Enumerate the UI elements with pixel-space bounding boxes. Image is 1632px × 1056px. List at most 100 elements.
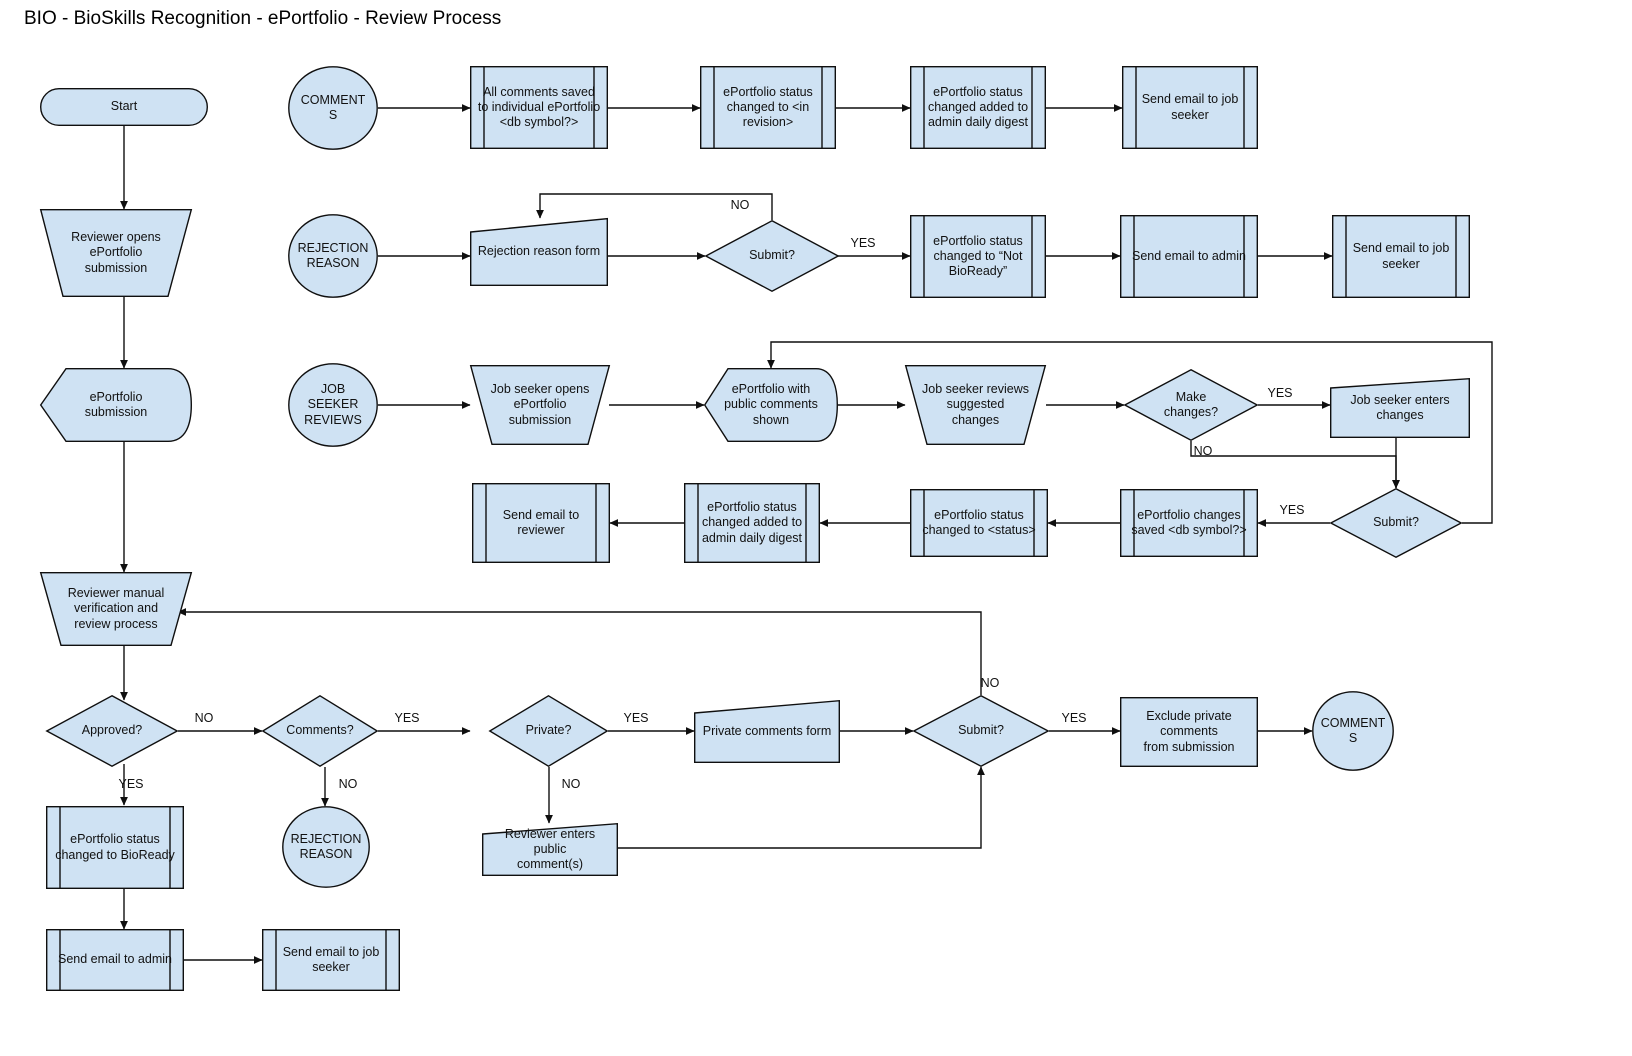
decision-shape bbox=[261, 694, 379, 768]
node-send-email-seeker-1[interactable]: Send email to job seeker bbox=[1121, 65, 1259, 149]
node-submit-changes-decision[interactable]: Submit? bbox=[1329, 488, 1463, 558]
circle-shape bbox=[288, 66, 378, 150]
node-exclude-private-comments[interactable]: Exclude private comments from submission bbox=[1119, 696, 1259, 767]
edge-label-text: YES bbox=[623, 711, 649, 726]
node-status-not-bioready[interactable]: ePortfolio status changed to “Not BioRea… bbox=[909, 214, 1047, 298]
decision-shape bbox=[912, 695, 1050, 767]
predefined-process-shape bbox=[909, 65, 1047, 149]
node-status-bioready[interactable]: ePortfolio status changed to BioReady bbox=[45, 805, 185, 889]
circle-shape bbox=[1312, 691, 1394, 771]
node-send-email-reviewer[interactable]: Send email to reviewer bbox=[471, 482, 611, 563]
circle-shape bbox=[282, 806, 370, 888]
decision-shape bbox=[1123, 369, 1259, 441]
node-rejection-reason-form[interactable]: Rejection reason form bbox=[470, 217, 608, 286]
display-shape bbox=[39, 368, 193, 442]
edge-label-submit-bottom-yes: YES bbox=[1056, 711, 1092, 727]
predefined-process-shape bbox=[1119, 214, 1259, 298]
predefined-process-shape bbox=[45, 805, 185, 889]
decision-shape bbox=[488, 694, 609, 768]
manual-operation-shape bbox=[39, 572, 193, 646]
manual-operation-shape bbox=[39, 209, 193, 297]
node-submit-rejection-decision[interactable]: Submit? bbox=[704, 220, 840, 292]
predefined-process-shape bbox=[261, 928, 401, 991]
node-send-email-seeker-bottom[interactable]: Send email to job seeker bbox=[261, 928, 401, 991]
manual-operation-shape bbox=[904, 365, 1047, 445]
node-submit-bottom-decision[interactable]: Submit? bbox=[912, 695, 1050, 767]
predefined-process-shape bbox=[909, 488, 1049, 557]
predefined-process-shape bbox=[1331, 214, 1471, 298]
page-title: BIO - BioSkills Recognition - ePortfolio… bbox=[24, 8, 502, 29]
node-all-comments-saved[interactable]: All comments saved to individual ePortfo… bbox=[469, 65, 609, 149]
node-status-admin-digest-1[interactable]: ePortfolio status changed added to admin… bbox=[909, 65, 1047, 149]
node-send-email-admin-2[interactable]: Send email to admin bbox=[1119, 214, 1259, 298]
edge-label-text: YES bbox=[1061, 711, 1087, 726]
node-send-email-seeker-2[interactable]: Send email to job seeker bbox=[1331, 214, 1471, 298]
edge-label-approved-yes: YES bbox=[113, 777, 149, 793]
edge-label-comments-no: NO bbox=[330, 777, 366, 793]
edge-label-rejection-no: NO bbox=[722, 198, 758, 214]
node-reviewer-manual-verification[interactable]: Reviewer manual verification and review … bbox=[39, 572, 193, 646]
node-seeker-opens-submission[interactable]: Job seeker opens ePortfolio submission bbox=[469, 365, 611, 445]
node-rejection-reason-bottom[interactable]: REJECTION REASON bbox=[282, 806, 370, 888]
process-shape bbox=[1119, 696, 1259, 767]
edge-label-text: YES bbox=[850, 236, 876, 251]
edge-label-text: NO bbox=[338, 777, 358, 792]
predefined-process-shape bbox=[699, 65, 837, 149]
circle-shape bbox=[288, 363, 378, 447]
manual-operation-shape bbox=[469, 365, 611, 445]
predefined-process-shape bbox=[1121, 65, 1259, 149]
decision-shape bbox=[704, 220, 840, 292]
node-seeker-enters-changes[interactable]: Job seeker enters changes bbox=[1330, 377, 1470, 438]
edge-label-make-changes-yes: YES bbox=[1262, 386, 1298, 402]
node-private-decision[interactable]: Private? bbox=[488, 694, 609, 768]
node-eportfolio-submission[interactable]: ePortfolio submission bbox=[39, 368, 193, 442]
predefined-process-shape bbox=[909, 214, 1047, 298]
predefined-process-shape bbox=[469, 65, 609, 149]
manual-input-shape bbox=[482, 822, 618, 876]
decision-shape bbox=[1329, 488, 1463, 558]
node-status-in-revision[interactable]: ePortfolio status changed to <in revisio… bbox=[699, 65, 837, 149]
edge-label-text: YES bbox=[394, 711, 420, 726]
node-reviewer-enters-public-comments[interactable]: Reviewer enters public comment(s) bbox=[482, 822, 618, 876]
edge-label-text: YES bbox=[1267, 386, 1293, 401]
edge-label-private-yes: YES bbox=[618, 711, 654, 727]
edge-label-private-no: NO bbox=[553, 777, 589, 793]
node-rejection-reason-top[interactable]: REJECTION REASON bbox=[288, 214, 378, 298]
circle-shape bbox=[288, 214, 378, 298]
edge-label-text: YES bbox=[1279, 503, 1305, 518]
node-start[interactable]: Start bbox=[39, 87, 209, 126]
display-shape bbox=[703, 368, 839, 442]
edge-label-text: YES bbox=[118, 777, 144, 792]
predefined-process-shape bbox=[45, 928, 185, 991]
node-seeker-reviews-changes[interactable]: Job seeker reviews suggested changes bbox=[904, 365, 1047, 445]
edge-label-rejection-yes: YES bbox=[845, 236, 881, 252]
node-private-comments-form[interactable]: Private comments form bbox=[694, 699, 840, 763]
terminator-shape bbox=[39, 87, 209, 126]
node-reviewer-opens[interactable]: Reviewer opens ePortfolio submission bbox=[39, 209, 193, 297]
node-status-to-status[interactable]: ePortfolio status changed to <status> bbox=[909, 488, 1049, 557]
manual-input-shape bbox=[470, 217, 608, 286]
edge-label-make-changes-no: NO bbox=[1185, 444, 1221, 460]
edge-label-approved-no: NO bbox=[186, 711, 222, 727]
node-comments-decision[interactable]: Comments? bbox=[261, 694, 379, 768]
decision-shape bbox=[45, 695, 179, 767]
edge-label-comments-yes: YES bbox=[389, 711, 425, 727]
node-comments-circle-top[interactable]: COMMENT S bbox=[288, 66, 378, 150]
node-approved-decision[interactable]: Approved? bbox=[45, 695, 179, 767]
node-job-seeker-reviews-circle[interactable]: JOB SEEKER REVIEWS bbox=[288, 363, 378, 447]
edge-label-text: NO bbox=[194, 711, 214, 726]
node-make-changes-decision[interactable]: Make changes? bbox=[1123, 369, 1259, 441]
node-status-admin-digest-2[interactable]: ePortfolio status changed added to admin… bbox=[683, 482, 821, 563]
manual-input-shape bbox=[694, 699, 840, 763]
node-comments-circle-bottom[interactable]: COMMENT S bbox=[1312, 691, 1394, 771]
edge-label-text: NO bbox=[561, 777, 581, 792]
edge-label-submit-bottom-no: NO bbox=[972, 676, 1008, 692]
node-send-email-admin-bottom[interactable]: Send email to admin bbox=[45, 928, 185, 991]
predefined-process-shape bbox=[1119, 488, 1259, 557]
node-eportfolio-public-comments[interactable]: ePortfolio with public comments shown bbox=[703, 368, 839, 442]
edge-label-submit-changes-yes: YES bbox=[1274, 503, 1310, 519]
node-changes-saved[interactable]: ePortfolio changes saved <db symbol?> bbox=[1119, 488, 1259, 557]
predefined-process-shape bbox=[683, 482, 821, 563]
edge-label-text: NO bbox=[1193, 444, 1213, 459]
